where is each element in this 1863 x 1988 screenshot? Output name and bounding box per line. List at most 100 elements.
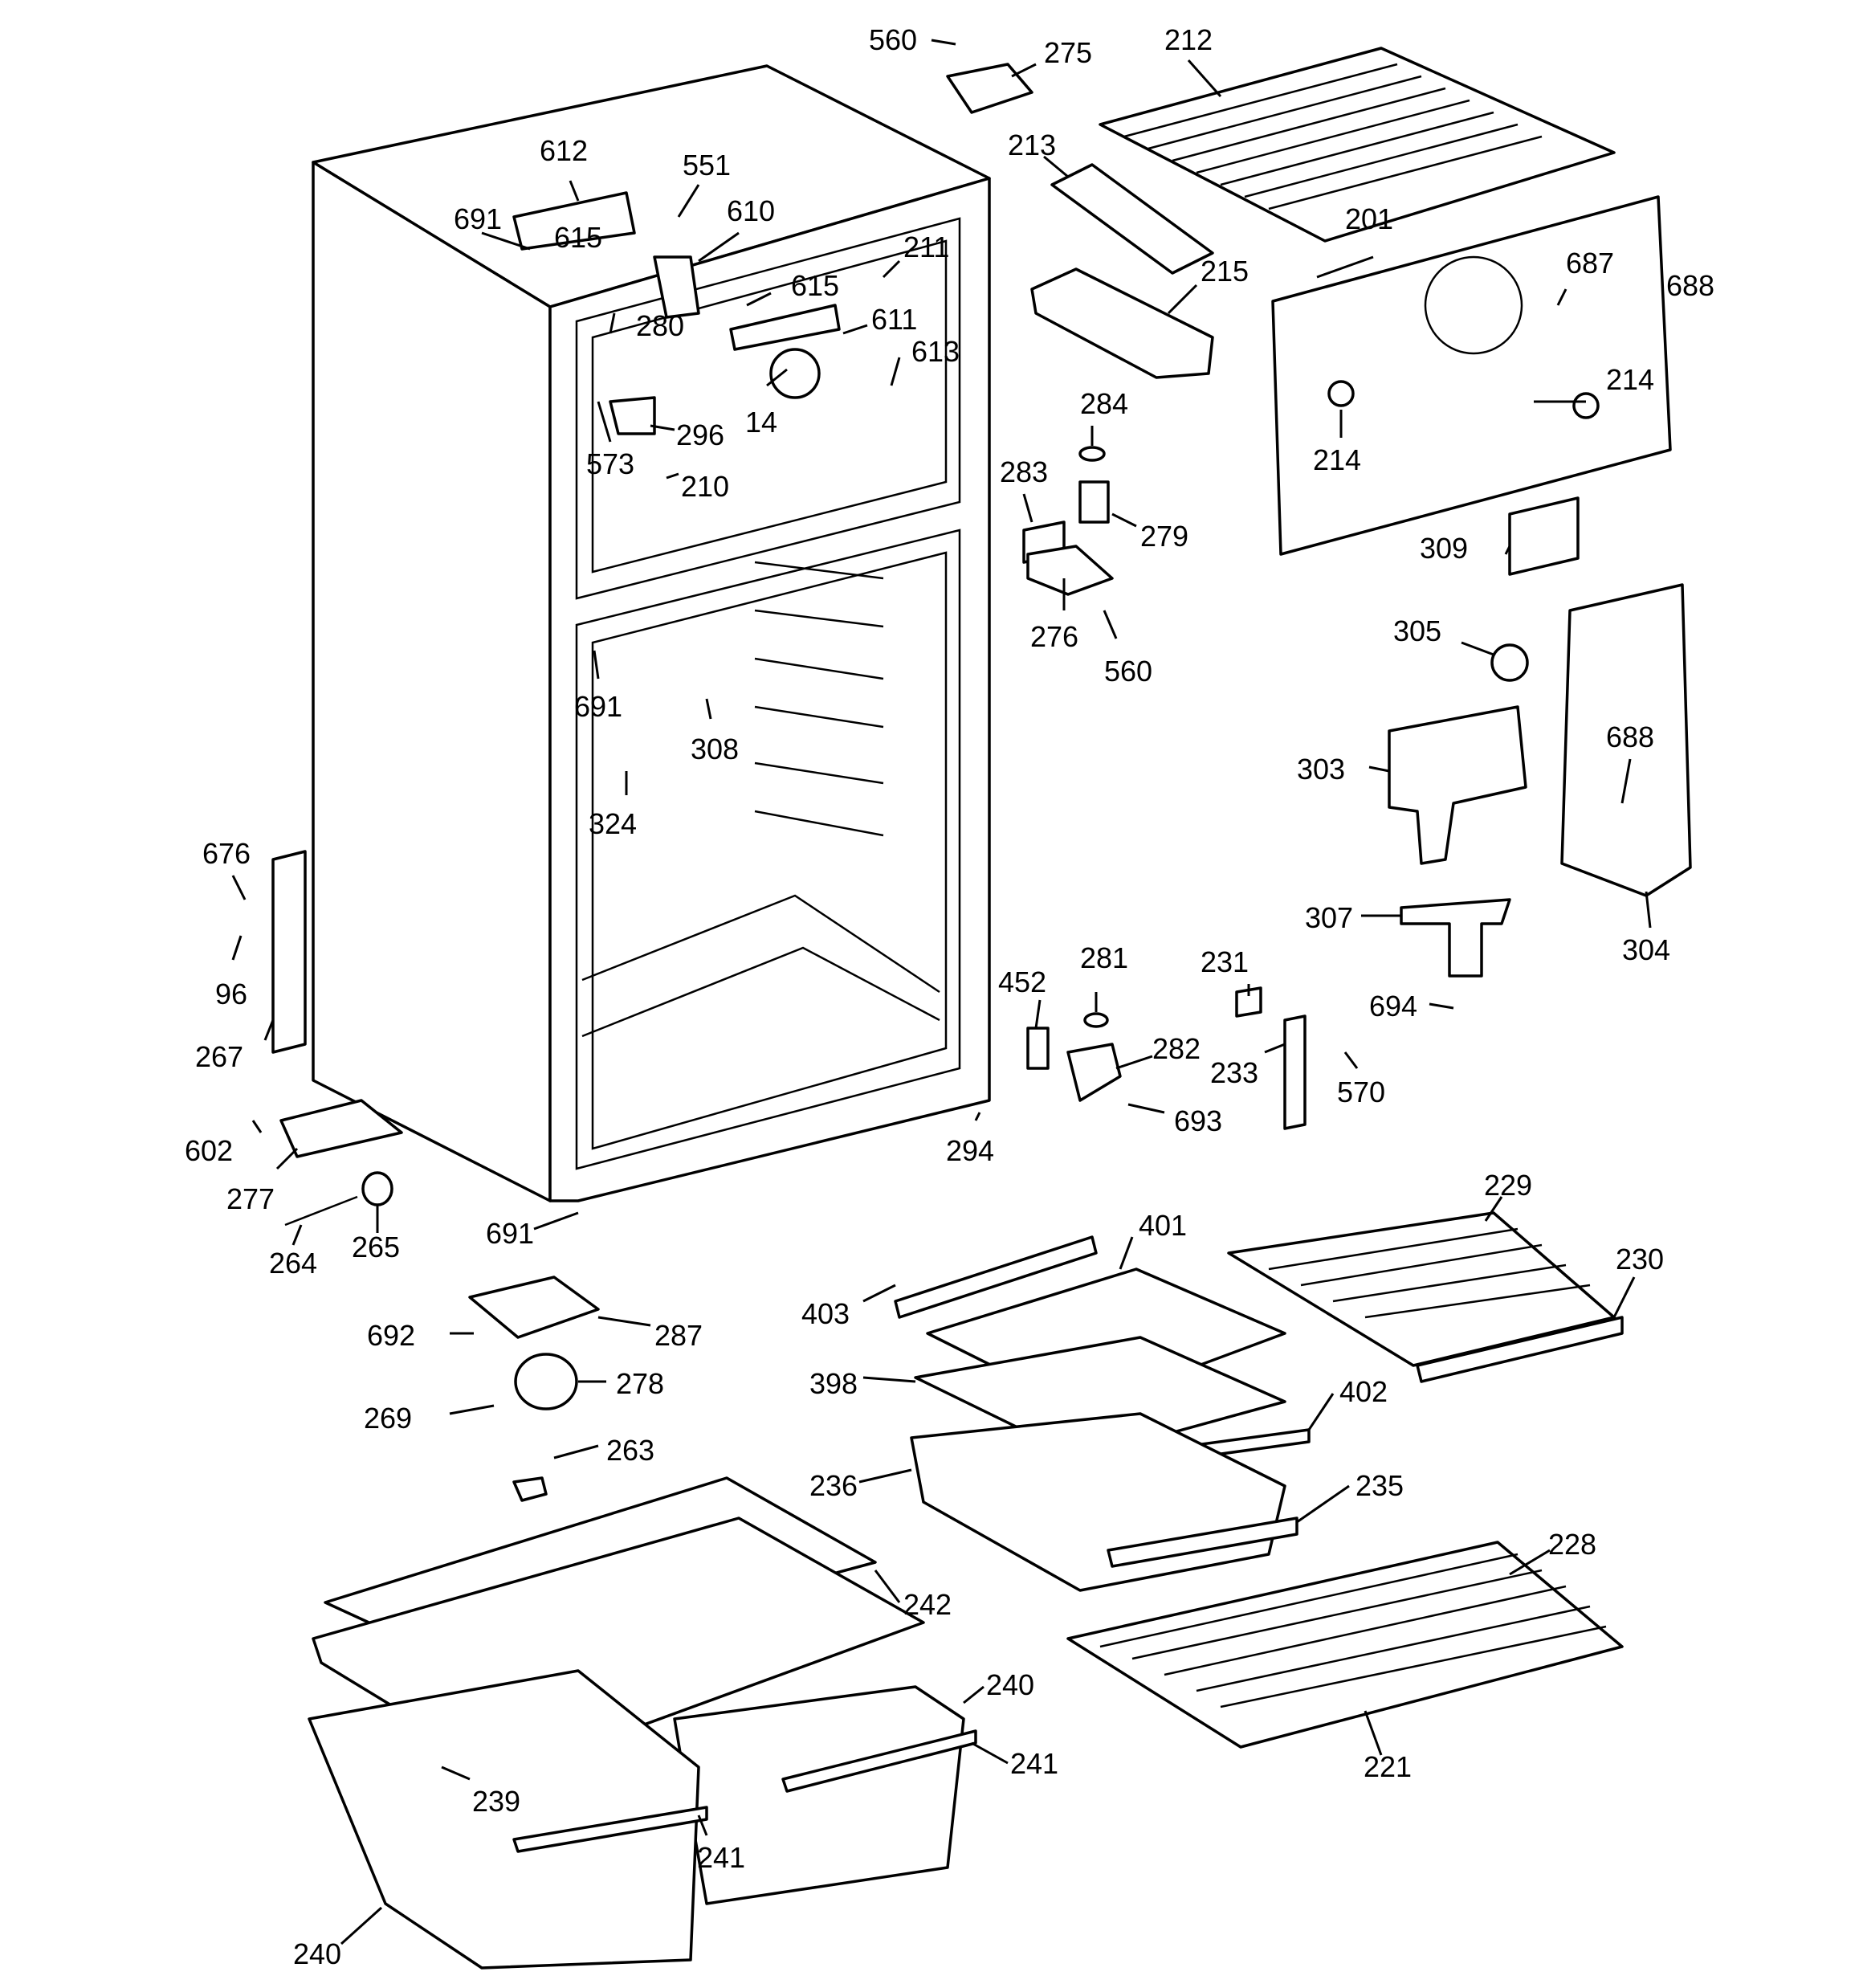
label-267: 267 [195,1040,243,1073]
label-615-left: 615 [554,221,602,254]
label-236: 236 [809,1469,858,1502]
leader-lines [231,39,1652,1945]
label-688-mid: 688 [1606,720,1654,753]
label-401: 401 [1139,1209,1187,1242]
part-307 [1400,898,1511,978]
label-221: 221 [1364,1750,1412,1783]
label-214-right: 214 [1606,363,1654,396]
upper-compartment-parts [512,47,1692,978]
label-14: 14 [745,406,777,439]
label-269: 269 [364,1402,412,1435]
label-233: 233 [1210,1056,1258,1089]
label-694: 694 [1369,990,1417,1023]
label-610: 610 [727,194,775,227]
label-691-bottom: 691 [486,1217,534,1250]
label-402: 402 [1339,1375,1388,1408]
handle-241-left [512,1806,708,1853]
crisper-240-left [308,1669,700,1970]
label-573: 573 [586,447,634,480]
part-276 [1026,545,1114,596]
label-276: 276 [1030,620,1078,653]
label-613: 613 [911,335,960,368]
label-676: 676 [202,837,251,870]
label-235: 235 [1355,1469,1404,1502]
label-560-mid: 560 [1104,655,1152,688]
part-231 [1235,986,1262,1018]
label-602: 602 [185,1134,233,1167]
lower-small-parts [271,850,1307,1502]
rod-264 [284,1195,358,1227]
label-241-right: 241 [1010,1747,1058,1780]
label-229: 229 [1484,1169,1532,1202]
leveler-263 [512,1476,548,1502]
label-612: 612 [540,134,588,167]
shelf-228 [1066,1541,1624,1749]
label-687: 687 [1566,247,1614,280]
panel-201 [1271,195,1672,556]
label-230: 230 [1616,1243,1664,1276]
label-213: 213 [1008,129,1056,161]
trim-235 [1107,1517,1298,1568]
label-560: 560 [869,23,917,56]
label-279: 279 [1140,520,1188,553]
label-308: 308 [691,733,739,765]
fan-blade-613 [769,348,821,399]
label-691-mid: 691 [574,690,622,723]
part-452 [1026,1027,1050,1070]
ice-tray-213 [1050,163,1214,275]
label-264: 264 [269,1247,317,1280]
label-214-left: 214 [1313,443,1361,476]
label-201: 201 [1345,202,1393,235]
bracket-277 [279,1099,403,1158]
label-263: 263 [606,1434,654,1467]
label-277: 277 [226,1182,275,1215]
handle-241-right [781,1729,977,1793]
part-279 [1078,480,1110,524]
label-210: 210 [681,470,729,503]
label-403: 403 [801,1297,850,1330]
label-304: 304 [1622,933,1670,966]
label-303: 303 [1297,753,1345,786]
washer-281 [1083,1012,1109,1028]
label-691-top: 691 [454,202,502,235]
label-96: 96 [215,978,247,1010]
plate-287 [468,1276,600,1339]
label-284: 284 [1080,387,1128,420]
label-278: 278 [616,1367,664,1400]
trim-230 [1416,1316,1624,1383]
label-265: 265 [352,1231,400,1263]
hinge-275 [946,63,1033,114]
cover-304 [1560,583,1692,897]
label-692: 692 [367,1319,415,1352]
label-228: 228 [1548,1528,1596,1561]
roller-278 [514,1353,578,1410]
label-688-top: 688 [1666,269,1714,302]
label-309: 309 [1420,532,1468,565]
label-211: 211 [903,231,949,263]
part-309 [1508,496,1580,576]
shelves-and-drawers [308,1211,1624,1970]
label-294: 294 [946,1134,994,1167]
label-240-right: 240 [986,1668,1034,1701]
label-452: 452 [998,965,1046,998]
part-labels: 560 275 212 213 612 551 610 691 615 211 … [185,23,1714,1970]
label-611: 611 [871,303,917,336]
shelf-212 [1099,47,1616,243]
label-287: 287 [654,1319,703,1352]
bin-215 [1030,267,1214,379]
label-212: 212 [1164,23,1213,56]
label-240-left: 240 [293,1937,341,1970]
label-324: 324 [589,807,637,840]
label-570: 570 [1337,1076,1385,1108]
label-551: 551 [683,149,731,182]
trim-403 [894,1235,1098,1319]
rail-233 [1283,1014,1307,1130]
label-282: 282 [1152,1032,1201,1065]
label-281: 281 [1080,941,1128,974]
label-239: 239 [472,1785,520,1818]
cabinet [312,64,991,1202]
roller-265 [361,1171,393,1206]
label-398: 398 [809,1367,858,1400]
label-275: 275 [1044,36,1092,69]
